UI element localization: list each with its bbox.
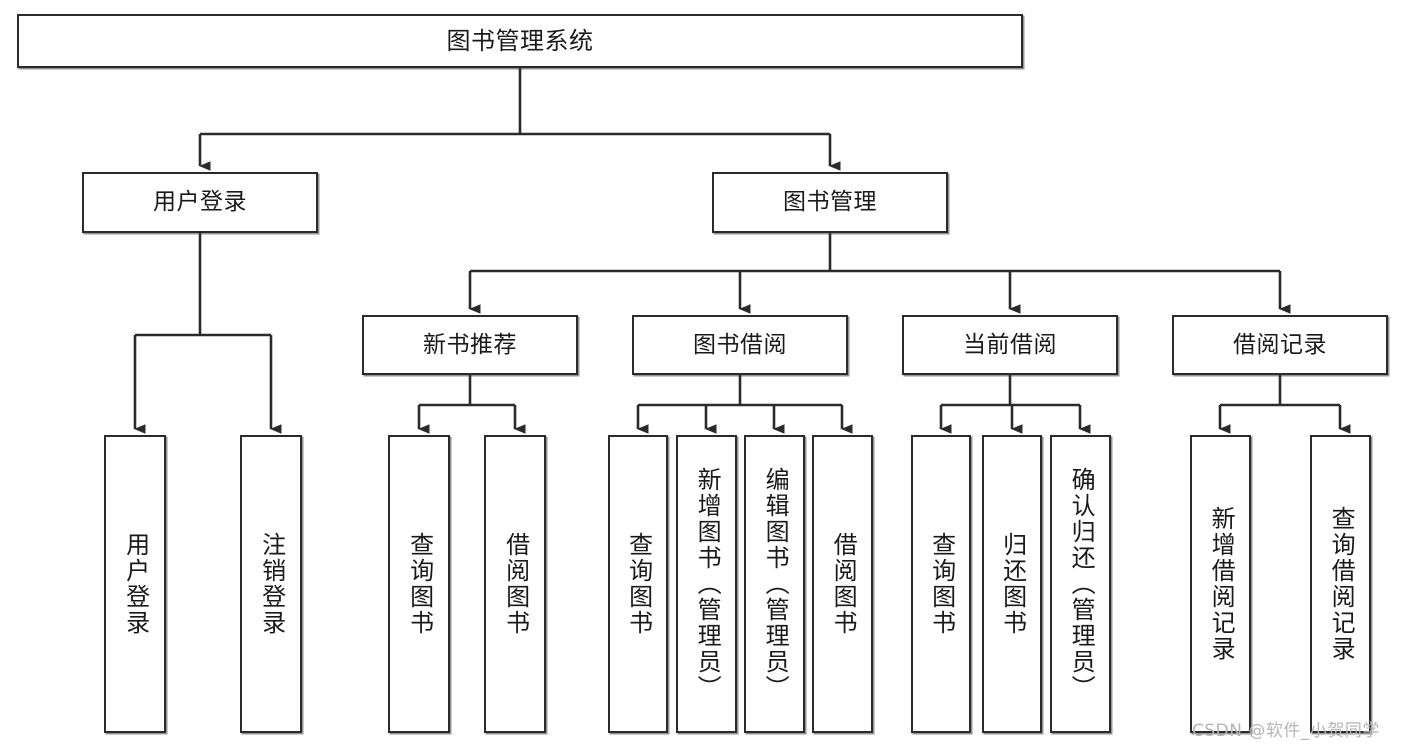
node-leaf-add-book-admin-label: 新增图书（管理员） bbox=[693, 467, 722, 701]
node-leaf-confirm-return-admin-label: 确认归还（管理员） bbox=[1067, 467, 1096, 701]
node-leaf-borrow-book-rec-label: 借阅图书 bbox=[501, 532, 530, 636]
node-leaf-borrow-book[interactable]: 借阅图书 bbox=[812, 435, 873, 733]
node-book-borrow-label: 图书借阅 bbox=[693, 331, 787, 358]
node-leaf-borrow-book-label: 借阅图书 bbox=[829, 532, 858, 636]
node-leaf-user-logout-label: 注销登录 bbox=[257, 532, 286, 636]
node-leaf-add-book-admin[interactable]: 新增图书（管理员） bbox=[676, 435, 737, 733]
node-leaf-query-borrow-record-label: 查询借阅记录 bbox=[1327, 506, 1356, 662]
node-leaf-return-book[interactable]: 归还图书 bbox=[982, 435, 1042, 733]
node-book-manage[interactable]: 图书管理 bbox=[712, 172, 948, 233]
node-leaf-query-book-rec[interactable]: 查询图书 bbox=[388, 435, 450, 733]
node-leaf-add-borrow-record[interactable]: 新增借阅记录 bbox=[1190, 435, 1251, 733]
node-leaf-query-book-current-label: 查询图书 bbox=[927, 532, 956, 636]
node-leaf-query-book-borrow-label: 查询图书 bbox=[624, 532, 653, 636]
node-root-label: 图书管理系统 bbox=[446, 27, 594, 55]
node-leaf-query-book-borrow[interactable]: 查询图书 bbox=[608, 435, 668, 733]
node-borrow-record[interactable]: 借阅记录 bbox=[1172, 315, 1388, 375]
node-leaf-user-logout[interactable]: 注销登录 bbox=[240, 435, 302, 733]
node-leaf-query-borrow-record[interactable]: 查询借阅记录 bbox=[1310, 435, 1371, 733]
node-user-login[interactable]: 用户登录 bbox=[82, 172, 318, 233]
node-leaf-user-login-label: 用户登录 bbox=[121, 532, 150, 636]
node-leaf-return-book-label: 归还图书 bbox=[998, 532, 1027, 636]
csdn-watermark: CSDN @软件_小贺同学 bbox=[1192, 721, 1380, 741]
node-leaf-add-borrow-record-label: 新增借阅记录 bbox=[1207, 506, 1236, 662]
node-book-manage-label: 图书管理 bbox=[783, 189, 877, 216]
node-book-borrow[interactable]: 图书借阅 bbox=[632, 315, 848, 375]
node-leaf-edit-book-admin-label: 编辑图书（管理员） bbox=[761, 467, 790, 701]
node-leaf-edit-book-admin[interactable]: 编辑图书（管理员） bbox=[744, 435, 805, 733]
node-leaf-query-book-current[interactable]: 查询图书 bbox=[911, 435, 971, 733]
node-new-book-rec-label: 新书推荐 bbox=[423, 331, 517, 358]
node-user-login-label: 用户登录 bbox=[153, 189, 247, 216]
node-new-book-rec[interactable]: 新书推荐 bbox=[362, 315, 578, 375]
node-leaf-user-login[interactable]: 用户登录 bbox=[104, 435, 166, 733]
node-leaf-query-book-rec-label: 查询图书 bbox=[405, 532, 434, 636]
node-root[interactable]: 图书管理系统 bbox=[17, 14, 1023, 68]
node-leaf-borrow-book-rec[interactable]: 借阅图书 bbox=[484, 435, 546, 733]
node-current-borrow[interactable]: 当前借阅 bbox=[902, 315, 1118, 375]
node-leaf-confirm-return-admin[interactable]: 确认归还（管理员） bbox=[1050, 435, 1111, 733]
node-current-borrow-label: 当前借阅 bbox=[963, 331, 1057, 358]
node-borrow-record-label: 借阅记录 bbox=[1233, 331, 1327, 358]
